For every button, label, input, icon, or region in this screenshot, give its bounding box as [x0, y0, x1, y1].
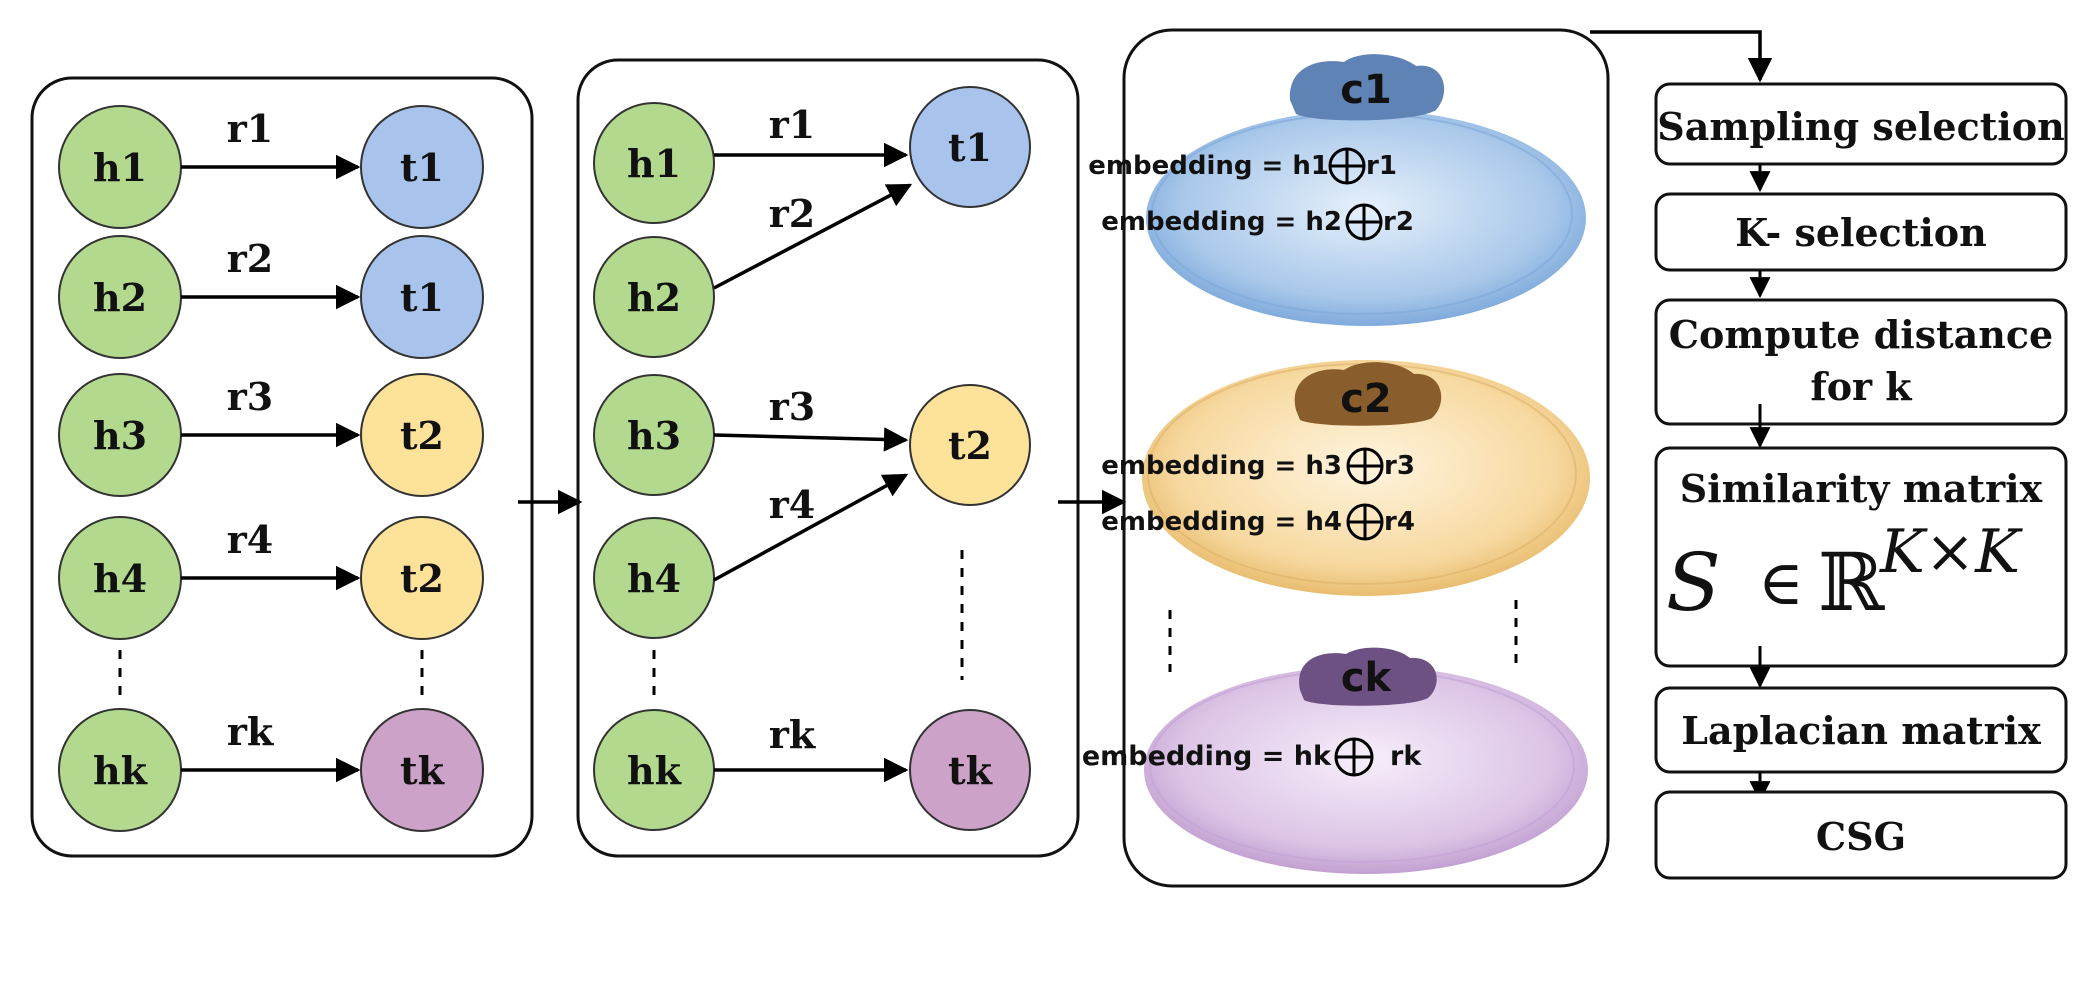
embedding-relation: r1	[1366, 151, 1397, 181]
tail-node	[909, 709, 1031, 831]
step-k-selection	[1654, 192, 2068, 272]
embedding-relation: r2	[1383, 207, 1414, 237]
relation-arrow	[713, 473, 909, 582]
tail-node	[360, 516, 484, 640]
head-node-label: h4	[627, 556, 681, 601]
step-label: Sampling selection	[1657, 104, 2064, 149]
head-node-label: h4	[93, 556, 147, 601]
relation-label: r4	[227, 517, 273, 562]
head-node-label: h3	[93, 413, 147, 458]
flow-arrow	[1590, 30, 1773, 83]
embedding-text: embedding = h2	[1101, 207, 1342, 237]
relation-label: r3	[769, 384, 815, 429]
head-node-label: h1	[93, 145, 147, 190]
step-label: Compute distance	[1669, 312, 2053, 357]
embedding-relation: rk	[1390, 741, 1422, 772]
embedding-relation: r4	[1384, 507, 1415, 537]
embedding-relation: r3	[1384, 451, 1415, 481]
panel-grouped-frame	[576, 58, 1080, 858]
head-node-label: h2	[93, 275, 147, 320]
step-similarity-matrix	[1654, 446, 2068, 668]
cluster-c1: c1 embedding = h1 r1 embedding = h2 r2	[1088, 54, 1586, 326]
tail-node-label: t2	[948, 423, 992, 468]
relation-label: r2	[227, 236, 273, 281]
formula-in: ∈	[1758, 546, 1804, 619]
relation-label: r2	[769, 191, 815, 236]
tail-node-label: t2	[400, 413, 444, 458]
embedding-text: embedding = h3	[1101, 451, 1342, 481]
step-label: Similarity matrix	[1680, 466, 2043, 511]
cluster-tag	[1289, 54, 1445, 121]
step-csg	[1654, 790, 2068, 880]
cluster-ck: ck embedding = hk rk	[1082, 647, 1588, 874]
tail-node	[909, 384, 1031, 506]
relation-arrow	[713, 427, 909, 452]
relation-label: r1	[227, 106, 273, 151]
cluster-blob	[1146, 110, 1586, 326]
step-laplacian-matrix	[1654, 686, 2068, 774]
head-node-label: h2	[627, 275, 681, 320]
panel-triples-frame	[30, 76, 534, 858]
formula-R: ℝ	[1818, 536, 1886, 629]
embedding-text: embedding = h1	[1088, 151, 1329, 181]
panel-triples: h1 r1 t1 h2 r2 t1 h3 r3 t2 h4 r4 t2 hk r…	[30, 76, 534, 858]
head-node-label: h1	[627, 141, 681, 186]
embedding-text: embedding = h4	[1101, 507, 1342, 537]
step-label: Laplacian matrix	[1681, 708, 2041, 753]
panel-grouped-triples: h1 h2 h3 h4 hk t1 t2 tk r1 r2 r3 r4 rk	[576, 58, 1080, 858]
cluster-name: ck	[1341, 655, 1393, 701]
relation-label: rk	[227, 709, 274, 754]
panel-clusters: c1 embedding = h1 r1 embedding = h2 r2 c…	[1082, 28, 1610, 888]
tail-node	[360, 708, 484, 832]
formula-superscript: K×K	[1879, 517, 2023, 587]
relation-label: r1	[769, 102, 815, 147]
tail-node-label: tk	[400, 748, 445, 793]
embedding-text: embedding = hk	[1082, 741, 1332, 772]
tail-node-label: t1	[948, 125, 992, 170]
cluster-tag	[1299, 647, 1437, 706]
similarity-formula: S ∈ ℝ K×K	[1666, 517, 2023, 629]
formula-S: S	[1666, 536, 1721, 629]
cluster-name: c1	[1340, 67, 1392, 113]
tail-node	[360, 235, 484, 359]
step-compute-distance	[1654, 298, 2068, 426]
step-label: for k	[1810, 364, 1912, 409]
relation-arrow	[713, 183, 913, 290]
head-node-label: hk	[93, 748, 148, 793]
tail-node-label: t2	[400, 556, 444, 601]
relation-label: r4	[769, 482, 815, 527]
head-node	[593, 236, 715, 358]
panel-clusters-frame	[1122, 28, 1610, 888]
relation-label: rk	[769, 712, 816, 757]
head-node	[593, 102, 715, 224]
step-label: CSG	[1816, 814, 1906, 859]
tail-node-label: tk	[948, 748, 993, 793]
head-node	[593, 517, 715, 639]
cluster-c2: c2 embedding = h3 r3 embedding = h4 r4	[1101, 360, 1590, 596]
cluster-tag	[1294, 362, 1442, 426]
tail-node	[360, 373, 484, 497]
tail-node	[360, 105, 484, 229]
relation-label: r3	[227, 374, 273, 419]
step-label: K- selection	[1735, 210, 1987, 255]
tail-node-label: t1	[400, 275, 444, 320]
head-node-label: hk	[627, 748, 682, 793]
tail-node-label: t1	[400, 145, 444, 190]
step-sampling-selection	[1654, 82, 2068, 166]
pipeline-steps: Sampling selection K- selection Compute …	[1654, 82, 2068, 880]
tail-node	[909, 86, 1031, 208]
head-node-label: h3	[627, 413, 681, 458]
cluster-name: c2	[1340, 376, 1392, 422]
